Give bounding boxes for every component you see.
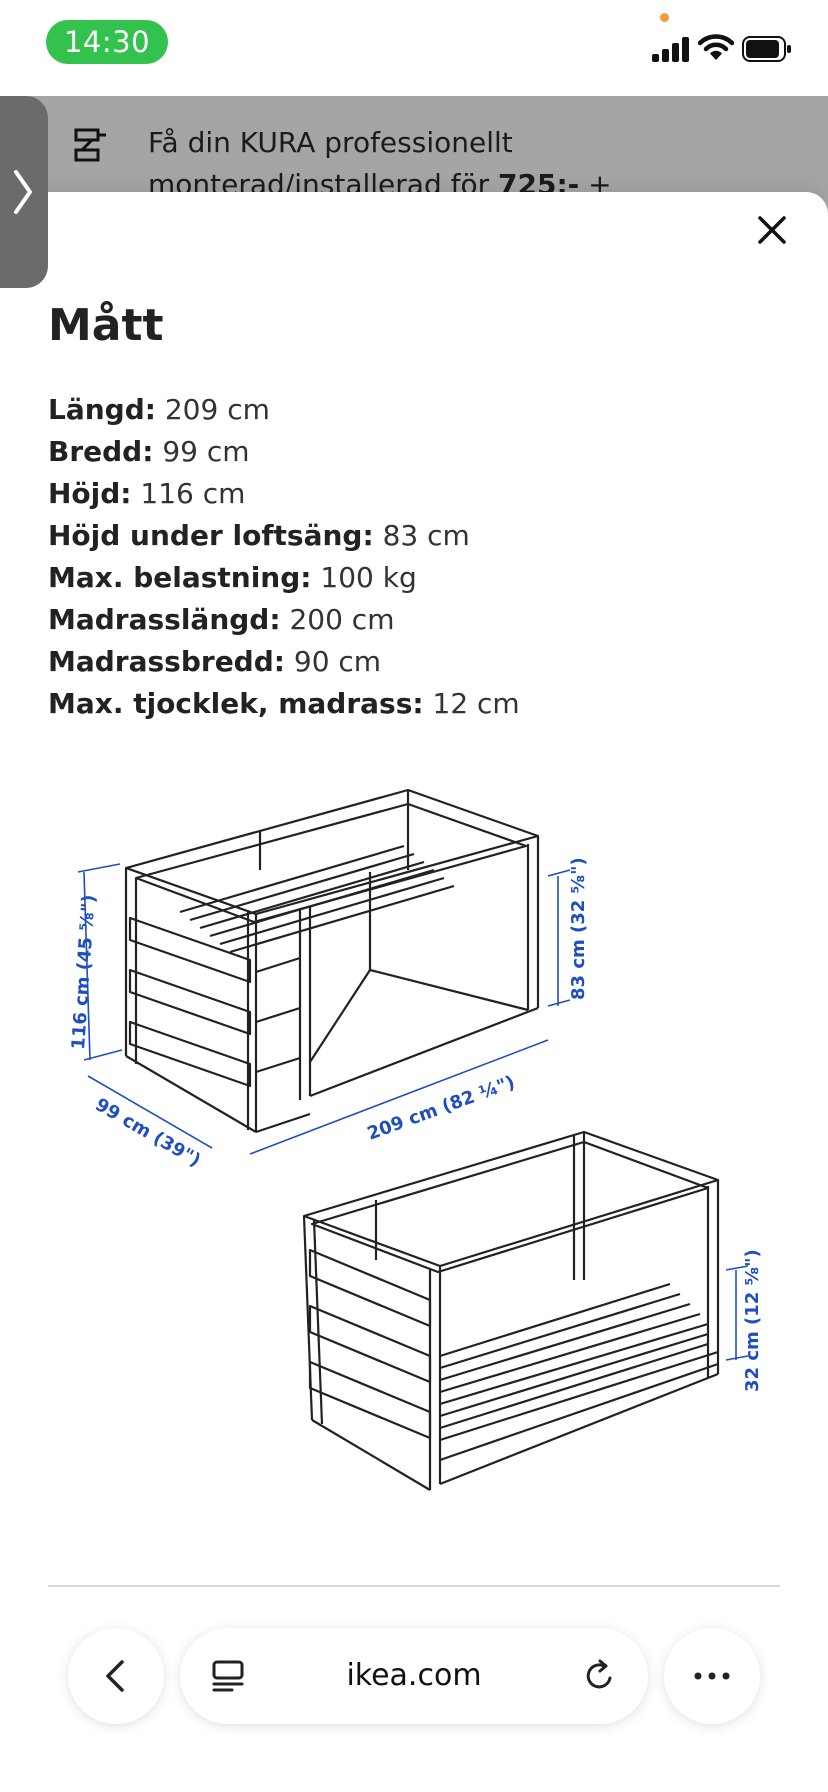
height-under-label: 83 cm (32 ⅝") — [568, 857, 589, 1000]
bed-height-label: 32 cm (12 ⅝") — [742, 1249, 763, 1392]
bed-dimension-diagram: 116 cm (45 ⅝") 99 cm (39") 209 cm (82 ¼"… — [68, 788, 763, 1491]
dimension-item: Bredd: 99 cm — [48, 435, 250, 468]
dimension-item: Höjd: 116 cm — [48, 477, 246, 510]
dimension-item: Madrasslängd: 200 cm — [48, 603, 395, 636]
reload-icon[interactable] — [580, 1656, 620, 1696]
back-button[interactable] — [68, 1628, 164, 1724]
browser-toolbar: ikea.com — [0, 1600, 828, 1792]
loft-dimension-lines — [77, 863, 571, 1155]
side-drawer-handle[interactable] — [0, 96, 48, 288]
dimension-item: Max. belastning: 100 kg — [48, 561, 417, 594]
status-time: 14:30 — [46, 20, 168, 64]
dimension-item: Madrassbredd: 90 cm — [48, 645, 382, 678]
address-bar[interactable]: ikea.com — [180, 1628, 648, 1724]
close-icon[interactable] — [748, 206, 796, 254]
ellipsis-icon — [694, 1672, 730, 1680]
divider — [48, 1585, 780, 1587]
loft-bed-drawing — [124, 788, 540, 1134]
length-label: 209 cm (82 ¼") — [365, 1072, 518, 1145]
dimensions-list: Längd: 209 cm Bredd: 99 cm Höjd: 116 cm … — [48, 389, 520, 725]
dimension-item: Höjd under loftsäng: 83 cm — [48, 519, 470, 552]
assembly-tool-icon — [74, 128, 106, 162]
dimension-item: Max. tjocklek, madrass: 12 cm — [48, 687, 520, 720]
battery-icon — [742, 36, 791, 62]
reader-mode-icon[interactable] — [210, 1658, 246, 1694]
chevron-right-icon — [14, 170, 32, 214]
chevron-left-icon — [106, 1660, 124, 1692]
more-button[interactable] — [664, 1628, 760, 1724]
dimensions-sheet — [0, 192, 828, 1792]
cellular-signal-icon — [652, 36, 692, 62]
page-title: Mått — [48, 300, 164, 351]
low-bed-drawing — [302, 1130, 720, 1491]
dimension-item: Längd: 209 cm — [48, 393, 270, 426]
privacy-indicator-dot — [660, 13, 669, 22]
wifi-icon — [698, 34, 734, 60]
url-text: ikea.com — [346, 1658, 482, 1693]
low-bed-dimension-lines — [725, 1265, 749, 1361]
status-bar: 14:30 — [0, 0, 828, 96]
height-total-label: 116 cm (45 ⅝") — [68, 894, 100, 1050]
